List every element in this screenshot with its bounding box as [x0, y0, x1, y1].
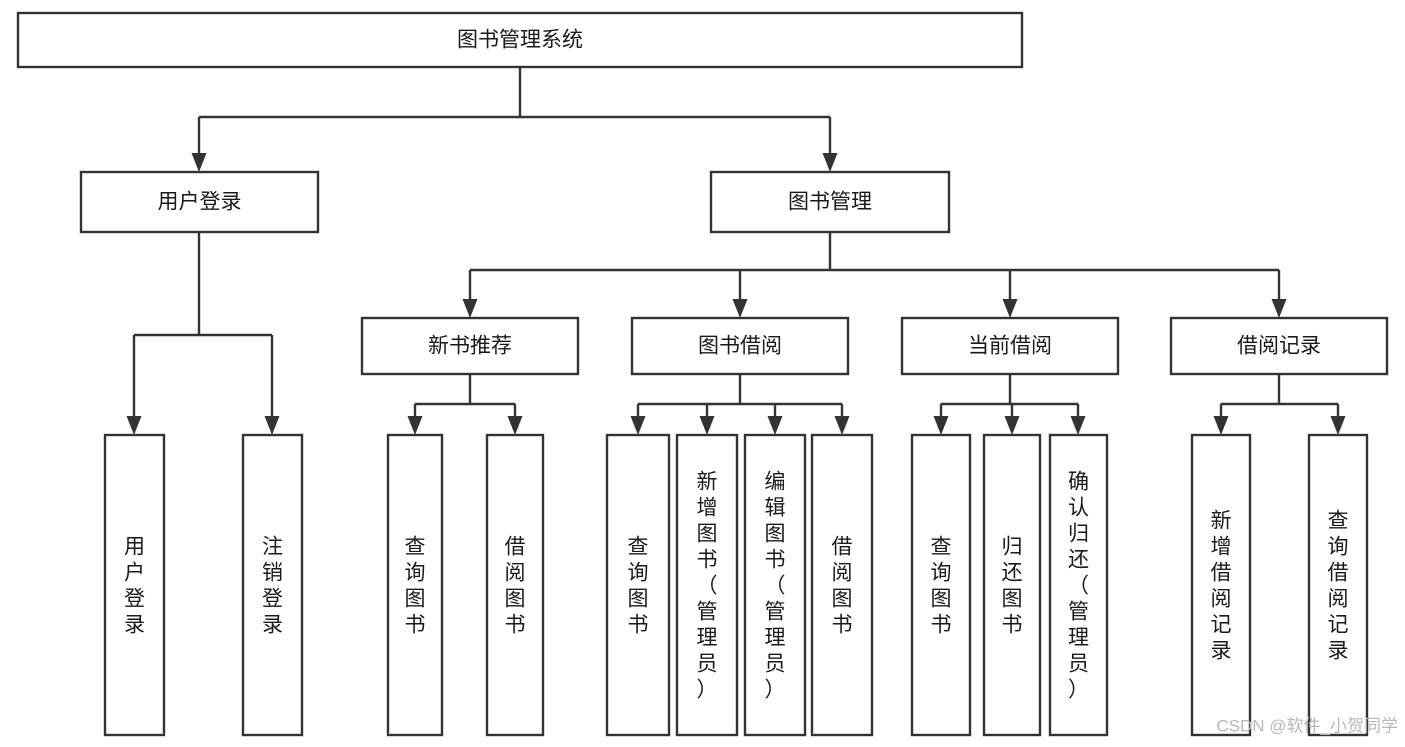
node-box-leaf-borrow-book-2[interactable] — [810, 433, 874, 737]
node-box-leaf-query-record[interactable] — [1307, 433, 1369, 737]
node-box-leaf-add-record[interactable] — [1190, 433, 1252, 737]
node-book-borrow[interactable]: 图书借阅 — [630, 316, 850, 376]
node-current-borrow[interactable]: 当前借阅 — [900, 316, 1120, 376]
connector-group-book-borrow-fanout — [636, 374, 844, 417]
node-root[interactable]: 图书管理系统 — [16, 11, 1024, 69]
arrow-head-icon — [1070, 416, 1086, 435]
node-new-book-rec[interactable]: 新书推荐 — [360, 316, 580, 376]
csdn-watermark: CSDN @软件_小贺同学 — [1216, 716, 1398, 735]
connector-layer — [126, 67, 1346, 435]
arrow-head-icon — [822, 153, 838, 172]
arrow-head-icon — [933, 416, 949, 435]
arrow-head-icon — [507, 416, 523, 435]
node-box-leaf-edit-book[interactable] — [743, 433, 807, 737]
node-label-leaf-borrow-book-2: 借阅图书 — [832, 535, 853, 636]
node-box-book-manage[interactable] — [709, 170, 951, 234]
node-box-leaf-query-book-2[interactable] — [605, 433, 671, 737]
arrow-head-icon — [767, 416, 783, 435]
arrow-head-icon — [407, 416, 423, 435]
node-box-leaf-borrow-book-1[interactable] — [485, 433, 545, 737]
arrow-head-icon — [126, 416, 142, 435]
connector-group-root-fanout — [197, 67, 832, 154]
node-label-book-borrow: 图书借阅 — [698, 335, 782, 358]
arrow-head-icon — [1330, 416, 1346, 435]
node-box-leaf-user-login[interactable] — [103, 433, 166, 737]
node-label-book-manage: 图书管理 — [788, 191, 872, 214]
node-leaf-confirm-return[interactable]: 确认归还（管理员） — [1048, 433, 1109, 737]
node-leaf-borrow-book-2[interactable]: 借阅图书 — [810, 433, 874, 737]
arrow-head-icon — [191, 153, 207, 172]
arrow-head-icon — [1271, 299, 1287, 318]
connector-group-user-login-fanout — [132, 232, 274, 417]
node-leaf-edit-book[interactable]: 编辑图书（管理员） — [743, 433, 807, 737]
node-box-borrow-record[interactable] — [1169, 316, 1389, 376]
node-layer: 图书管理系统用户登录图书管理新书推荐图书借阅当前借阅借阅记录用户登录注销登录查询… — [16, 11, 1389, 737]
node-leaf-add-record[interactable]: 新增借阅记录 — [1190, 433, 1252, 737]
node-label-leaf-add-record: 新增借阅记录 — [1211, 509, 1232, 662]
connector-group-book-manage-fanout — [468, 232, 1281, 300]
node-user-login[interactable]: 用户登录 — [79, 170, 320, 234]
node-label-new-book-rec: 新书推荐 — [428, 335, 512, 358]
node-label-borrow-record: 借阅记录 — [1237, 335, 1321, 358]
arrow-head-icon — [630, 416, 646, 435]
node-leaf-query-record[interactable]: 查询借阅记录 — [1307, 433, 1369, 737]
node-box-leaf-confirm-return[interactable] — [1048, 433, 1109, 737]
node-book-manage[interactable]: 图书管理 — [709, 170, 951, 234]
arrow-head-icon — [462, 299, 478, 318]
node-label-root: 图书管理系统 — [457, 29, 583, 52]
node-box-leaf-query-book-3[interactable] — [910, 433, 972, 737]
node-box-user-login[interactable] — [79, 170, 320, 234]
node-box-leaf-query-book-1[interactable] — [386, 433, 444, 737]
connector-group-current-borrow-fanout — [939, 374, 1080, 417]
node-box-root[interactable] — [16, 11, 1024, 69]
arrow-head-icon — [1213, 416, 1229, 435]
node-label-leaf-add-book: 新增图书（管理员） — [697, 470, 718, 701]
node-box-leaf-add-book[interactable] — [675, 433, 739, 737]
node-label-user-login: 用户登录 — [158, 191, 242, 214]
node-label-leaf-logout: 注销登录 — [262, 535, 283, 636]
node-box-book-borrow[interactable] — [630, 316, 850, 376]
node-label-leaf-query-record: 查询借阅记录 — [1328, 509, 1349, 662]
arrow-head-icon — [732, 299, 748, 318]
node-leaf-return-book[interactable]: 归还图书 — [982, 433, 1042, 737]
node-leaf-add-book[interactable]: 新增图书（管理员） — [675, 433, 739, 737]
node-label-leaf-borrow-book-1: 借阅图书 — [505, 535, 526, 636]
node-label-leaf-confirm-return: 确认归还（管理员） — [1068, 470, 1089, 701]
node-leaf-query-book-3[interactable]: 查询图书 — [910, 433, 972, 737]
arrow-head-icon — [264, 416, 280, 435]
node-label-leaf-return-book: 归还图书 — [1002, 535, 1023, 636]
node-box-leaf-logout[interactable] — [241, 433, 304, 737]
node-label-leaf-query-book-2: 查询图书 — [628, 535, 649, 636]
node-label-leaf-edit-book: 编辑图书（管理员） — [765, 470, 786, 701]
node-leaf-query-book-2[interactable]: 查询图书 — [605, 433, 671, 737]
arrow-head-icon — [1004, 416, 1020, 435]
node-label-leaf-query-book-1: 查询图书 — [405, 535, 426, 636]
node-leaf-borrow-book-1[interactable]: 借阅图书 — [485, 433, 545, 737]
node-box-new-book-rec[interactable] — [360, 316, 580, 376]
node-label-current-borrow: 当前借阅 — [968, 335, 1052, 358]
node-borrow-record[interactable]: 借阅记录 — [1169, 316, 1389, 376]
node-leaf-query-book-1[interactable]: 查询图书 — [386, 433, 444, 737]
node-leaf-logout[interactable]: 注销登录 — [241, 433, 304, 737]
node-label-leaf-query-book-3: 查询图书 — [931, 535, 952, 636]
node-leaf-user-login[interactable]: 用户登录 — [103, 433, 166, 737]
node-box-current-borrow[interactable] — [900, 316, 1120, 376]
connector-group-new-book-rec-fanout — [413, 374, 517, 417]
arrow-head-icon — [1002, 299, 1018, 318]
connector-group-borrow-record-fanout — [1219, 374, 1340, 417]
arrow-head-icon — [834, 416, 850, 435]
node-box-leaf-return-book[interactable] — [982, 433, 1042, 737]
node-label-leaf-user-login: 用户登录 — [124, 535, 145, 636]
arrow-head-icon — [699, 416, 715, 435]
